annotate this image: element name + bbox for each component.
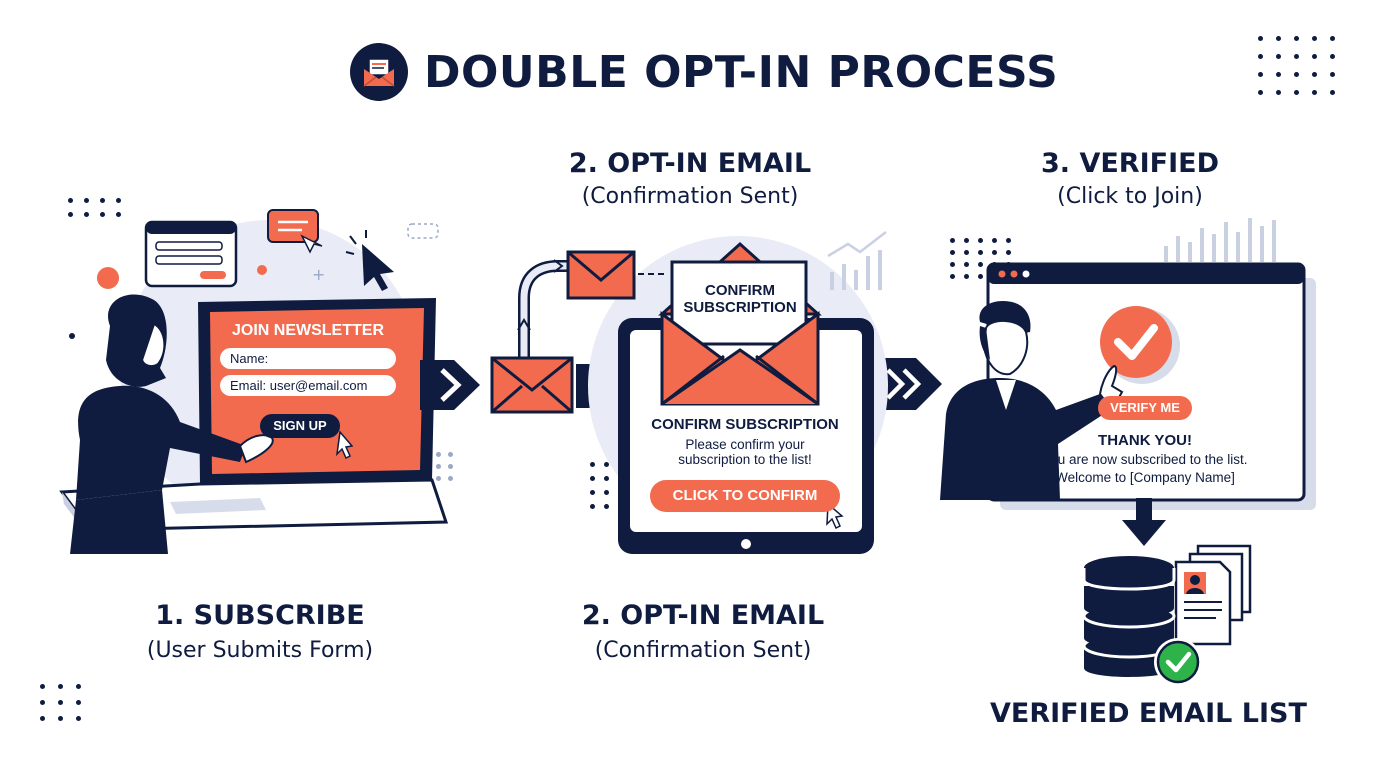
verified-list-label: VERIFIED EMAIL LIST — [990, 698, 1307, 729]
decorative-dots — [590, 462, 618, 518]
step2-top-subtitle: (Confirmation Sent) — [581, 184, 799, 209]
decorative-dots — [40, 684, 94, 732]
double-arrow-right-icon — [870, 358, 942, 410]
step3-title: 3. VERIFIED — [1041, 148, 1219, 179]
chat-bubble-icon — [267, 209, 323, 254]
welcome-line: Welcome to [Company Name] — [1055, 470, 1235, 485]
confirm-heading: CONFIRM SUBSCRIPTION — [651, 416, 839, 433]
check-circle-icon — [1100, 306, 1180, 384]
page-title-group: DOUBLE OPT-IN PROCESS — [350, 40, 1058, 104]
step2-top-title: 2. OPT-IN EMAIL — [568, 148, 812, 179]
bar-chart-icon — [1164, 218, 1276, 262]
decorative-dots — [1258, 36, 1348, 108]
sign-up-button[interactable]: SIGN UP — [260, 414, 340, 438]
cursor-icon — [345, 230, 394, 291]
verify-me-button[interactable]: VERIFY ME — [1098, 396, 1192, 420]
envelope-icon — [566, 250, 636, 300]
documents-icon — [1174, 544, 1252, 646]
form-card-icon — [144, 220, 238, 288]
name-field[interactable]: Name: — [220, 348, 396, 369]
confirm-body-line1: Please confirm your — [685, 437, 805, 452]
decorative-dots — [68, 198, 132, 226]
woman-icon — [70, 294, 274, 554]
thank-you-heading: THANK YOU! — [1098, 432, 1192, 449]
arrow-down-icon — [1122, 498, 1166, 546]
confirm-email-body: CONFIRM SUBSCRIPTION Please confirm your… — [632, 416, 858, 467]
database-icon — [1082, 544, 1252, 686]
step1-subtitle: (User Submits Form) — [146, 638, 374, 663]
subscribed-line: You are now subscribed to the list. — [1042, 452, 1248, 467]
envelope-icon — [490, 356, 574, 414]
email-field[interactable]: Email: user@email.com — [220, 375, 396, 396]
click-to-confirm-button[interactable]: CLICK TO CONFIRM — [650, 480, 840, 512]
step2-title: 2. OPT-IN EMAIL — [581, 600, 825, 631]
step1-title: 1. SUBSCRIBE — [155, 600, 365, 631]
step3-subtitle: (Click to Join) — [1057, 184, 1203, 209]
arrow-right-icon — [420, 360, 480, 410]
newsletter-form: JOIN NEWSLETTER Name: Email: user@email.… — [216, 322, 400, 402]
svg-text:+: + — [312, 265, 325, 284]
envelope-icon — [350, 43, 408, 101]
page-title: DOUBLE OPT-IN PROCESS — [424, 46, 1059, 98]
growth-chart-icon — [827, 231, 887, 290]
step3-illustration — [940, 218, 1316, 510]
form-title: JOIN NEWSLETTER — [231, 322, 384, 339]
thank-you-message: THANK YOU! You are now subscribed to the… — [1020, 432, 1270, 485]
check-badge-icon — [1154, 638, 1202, 686]
step2-subtitle: (Confirmation Sent) — [594, 638, 812, 663]
confirm-body-line2: subscription to the list! — [678, 452, 812, 467]
letter-text: CONFIRM SUBSCRIPTION — [683, 282, 797, 316]
